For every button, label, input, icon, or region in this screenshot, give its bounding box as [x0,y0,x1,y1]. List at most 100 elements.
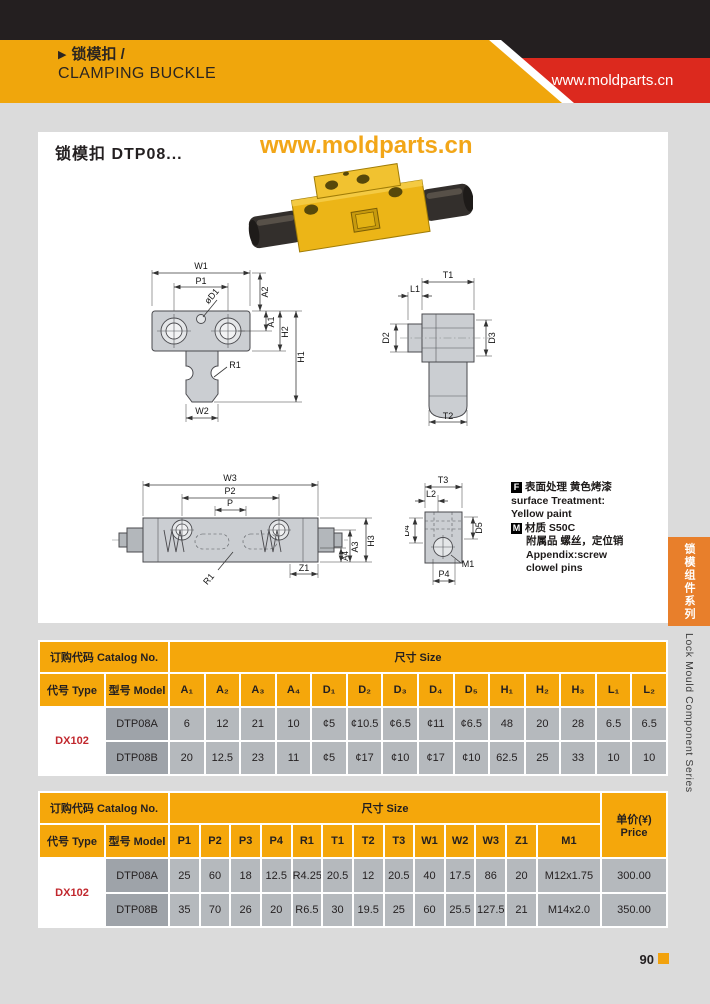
website-link[interactable]: www.moldparts.cn [551,72,674,89]
dim-header-cell: W1 [415,825,444,857]
t2-model-header: 型号 Model [106,825,169,857]
dim-label-z1: Z1 [299,563,310,573]
dimension-table-2: 订购代码 Catalog No. 尺寸 Size 单价(¥) Price 代号 … [38,791,668,928]
drawing-side-view-b: T3 L2 D4 D5 M1 P4 [405,475,484,585]
note-appendix-en2: clowel pins [526,562,583,574]
value-cell: 20 [525,708,560,740]
dim-label-m1: M1 [462,559,475,569]
dim-header-cell: W2 [445,825,475,857]
dim-label-l1: L1 [410,284,420,294]
triangle-bullet-icon: ▶ [58,49,67,61]
value-cell: 10 [596,742,631,774]
value-cell: 6 [170,708,204,740]
value-cell: 12.5 [205,742,240,774]
dim-header-cell: P3 [231,825,260,857]
dim-label-d5: D5 [474,522,484,534]
t2-price-header: 单价(¥) Price [602,793,666,857]
value-cell: 60 [415,894,444,926]
dim-header-cell: R1 [292,825,322,857]
t1-type-value: DX102 [40,708,104,774]
dim-header-cell: L₂ [632,674,666,706]
value-cell: 10 [632,742,666,774]
t1-size-header: 尺寸 Size [170,642,666,672]
value-cell: M12x1.75 [537,859,600,892]
dim-header-cell: H₁ [490,674,524,706]
page-number: 90 [639,952,654,967]
m-badge-icon: M [511,522,522,534]
t1-type-header: 代号 Type [40,674,104,706]
dim-label-h1: H1 [296,351,306,363]
dim-header-cell: T3 [384,825,414,857]
t2-type-header: 代号 Type [40,825,104,857]
note-appendix-en1: Appendix:screw [526,548,608,561]
sidebar-series-tab[interactable]: 锁模组件系列 [668,537,710,626]
dim-label-w1: W1 [194,261,208,271]
note-surface-en2: Yellow paint [511,508,572,520]
dim-label-d4: D4 [405,525,411,537]
value-cell: 23 [241,742,275,774]
sidebar-series-tab-label: 锁模组件系列 [683,542,695,621]
dim-header-cell: A₄ [276,674,311,706]
value-cell: 40 [415,859,444,892]
t2-model-b: DTP08B [106,894,169,926]
dim-header-cell: A₂ [205,674,240,706]
dim-label-d3: D3 [487,332,497,344]
dim-header-cell: T1 [323,825,352,857]
dim-header-cell: W3 [476,825,506,857]
dim-header-cell: D₂ [347,674,382,706]
dim-label-h3: H3 [366,535,376,547]
value-cell: ¢11 [418,708,453,740]
value-cell: ¢17 [347,742,382,774]
t1-model-header: 型号 Model [106,674,169,706]
drawing-side-view-a: T1 L1 D2 D3 T2 [381,270,497,426]
dim-header-cell: H₃ [561,674,595,706]
value-cell: 20 [170,742,204,774]
value-cell: 12 [353,859,383,892]
value-cell: 10 [276,708,311,740]
price-cell: 350.00 [602,894,666,926]
value-cell: 6.5 [596,708,631,740]
value-cell: 30 [323,894,352,926]
value-cell: ¢5 [312,742,346,774]
dim-header-cell: Z1 [507,825,536,857]
t1-model-b: DTP08B [106,742,169,774]
value-cell: ¢6.5 [454,708,489,740]
value-cell: 25 [384,894,414,926]
value-cell: 127.5 [476,894,506,926]
product-image [248,163,473,253]
value-cell: ¢6.5 [383,708,417,740]
value-cell: ¢10.5 [347,708,382,740]
value-cell: 62.5 [490,742,524,774]
value-cell: ¢10 [383,742,417,774]
dim-label-t2: T2 [443,411,454,421]
value-cell: 25.5 [445,894,475,926]
dim-header-cell: P4 [261,825,291,857]
dim-header-cell: M1 [537,825,600,857]
t2-size-header: 尺寸 Size [170,793,600,823]
dim-label-p4: P4 [438,569,449,579]
value-cell: 20.5 [323,859,352,892]
dim-label-r1: R1 [229,360,241,370]
value-cell: 25 [170,859,199,892]
value-cell: R6.5 [292,894,322,926]
header-yellow-band [0,40,562,103]
value-cell: 18 [231,859,260,892]
value-cell: 25 [525,742,560,774]
value-cell: 17.5 [445,859,475,892]
value-cell: 21 [241,708,275,740]
value-cell: 11 [276,742,311,774]
dimension-table-1: 订购代码 Catalog No. 尺寸 Size 代号 Type 型号 Mode… [38,640,668,776]
value-cell: 12 [205,708,240,740]
value-cell: 33 [561,742,595,774]
value-cell: 60 [200,859,230,892]
dim-header-cell: A₁ [170,674,204,706]
header-title-zh: 锁模扣 / [71,46,125,63]
dim-label-p: P [227,498,233,508]
value-cell: 12.5 [261,859,291,892]
value-cell: 28 [561,708,595,740]
page-header: ▶锁模扣 / CLAMPING BUCKLE www.moldparts.cn [0,0,710,103]
